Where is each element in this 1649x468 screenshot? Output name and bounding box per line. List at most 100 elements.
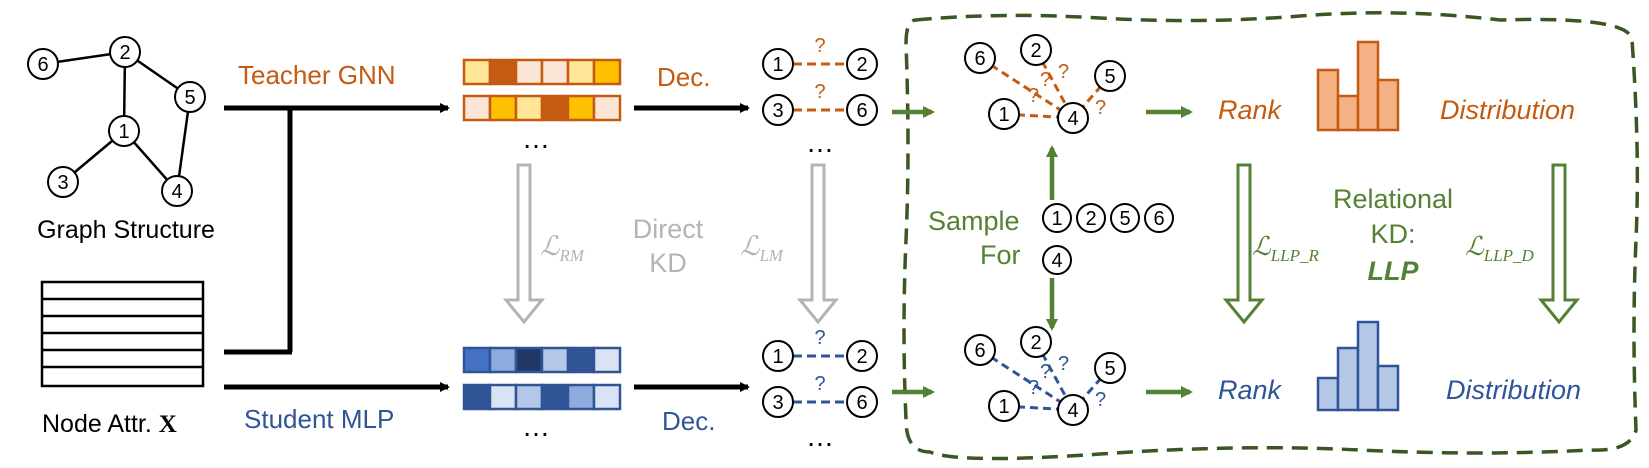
svg-text:2: 2: [119, 42, 130, 64]
graph-node-5: 5: [174, 81, 206, 113]
student-rank-label: Rank: [1218, 375, 1283, 405]
direct-kd-arrows: [502, 163, 840, 325]
llp-hollow-arrows: [1222, 163, 1581, 325]
student-star-center-4: 4: [1057, 394, 1089, 426]
llp-region-border: [902, 11, 1640, 461]
graph-node-2: 2: [109, 36, 141, 68]
student-pairs: 1 2 ? 3 6 ? …: [762, 327, 878, 452]
svg-text:2: 2: [1085, 208, 1096, 230]
llp-entry-arrows: [892, 106, 935, 398]
student-embedding-1: [462, 346, 622, 374]
student-star-node-5: 5: [1094, 352, 1126, 384]
svg-text:4: 4: [1067, 400, 1078, 422]
svg-text:?: ?: [1095, 97, 1106, 119]
direct-kd-line2: KD: [649, 248, 687, 278]
relational-kd-line2: KD:: [1370, 219, 1415, 249]
svg-text:6: 6: [974, 48, 985, 70]
svg-text:6: 6: [856, 100, 867, 122]
teacher-decoder-label: Dec.: [657, 62, 710, 92]
relational-kd-llp: LLP: [1368, 256, 1420, 286]
student-embedding-2: [462, 383, 622, 411]
svg-text:5: 5: [184, 87, 195, 109]
teacher-histogram: [1316, 40, 1400, 132]
teacher-rank-label: Rank: [1218, 95, 1283, 125]
teacher-hist-bar: [1356, 40, 1380, 132]
graph-node-6: 6: [27, 48, 59, 80]
svg-text:6: 6: [37, 54, 48, 76]
svg-text:3: 3: [57, 172, 68, 194]
student-pair-1: 1 2 ?: [762, 327, 878, 372]
svg-text:?: ?: [1058, 61, 1069, 83]
svg-text:?: ?: [1028, 377, 1039, 399]
student-mlp-label: Student MLP: [244, 404, 394, 434]
svg-text:2: 2: [1030, 40, 1041, 62]
llp-r-hollow-arrow: [1222, 163, 1266, 325]
svg-text:1: 1: [772, 346, 783, 368]
sample-label-line2: For: [980, 240, 1021, 270]
graph-node-1: 1: [108, 115, 140, 147]
rm-hollow-arrow: [502, 163, 546, 325]
student-star-graph: 6 2 5 1 4 ? ? ? ?: [964, 326, 1126, 426]
input-graph: 6 2 5 1 3 4 Graph Structure: [27, 36, 215, 244]
student-hist-bar: [1336, 346, 1360, 412]
student-pair-1-question: ?: [814, 327, 825, 349]
svg-text:5: 5: [1104, 66, 1115, 88]
teacher-pair-2-question: ?: [814, 81, 825, 103]
svg-text:4: 4: [1067, 108, 1078, 130]
decoder-arrows: [634, 103, 750, 392]
teacher-star-node-1: 1: [988, 98, 1020, 130]
sampling: Sample For 1 2 5 6 4: [928, 145, 1174, 331]
teacher-hist-bar: [1316, 68, 1340, 132]
student-embedding-ellipsis: …: [522, 411, 550, 442]
svg-text:?: ?: [1058, 353, 1069, 375]
student-pair-2: 3 6 ?: [762, 373, 878, 418]
student-hist-bar: [1376, 364, 1400, 412]
teacher-pair-1: 1 2 ?: [762, 35, 878, 80]
teacher-distribution-label: Distribution: [1440, 95, 1575, 125]
direct-kd-line1: Direct: [633, 214, 704, 244]
loss-rm-label: ℒRM: [540, 231, 585, 265]
node-attr-label: Node Attr. X: [42, 410, 177, 438]
teacher-star-node-2: 2: [1020, 34, 1052, 66]
teacher-embeddings: …: [462, 58, 622, 154]
student-hist-bar: [1356, 320, 1380, 412]
input-arrows: [224, 103, 450, 392]
svg-text:4: 4: [1051, 250, 1062, 272]
teacher-pairs-ellipsis: …: [806, 127, 834, 158]
teacher-pair-1-question: ?: [814, 35, 825, 57]
svg-text:3: 3: [772, 392, 783, 414]
student-histogram: [1316, 320, 1400, 412]
sample-label-line1: Sample: [928, 206, 1020, 236]
svg-text:4: 4: [171, 181, 182, 203]
student-pairs-ellipsis: …: [806, 421, 834, 452]
sample-candidate-6: 6: [1144, 203, 1174, 233]
teacher-embedding-1: [462, 58, 622, 86]
node-attr-matrix: Node Attr. X: [40, 280, 205, 438]
svg-text:?: ?: [1040, 361, 1051, 383]
teacher-star-graph: 6 2 5 1 4 ? ? ? ?: [964, 34, 1126, 134]
svg-text:3: 3: [772, 100, 783, 122]
relational-kd-line1: Relational: [1333, 184, 1453, 214]
llp-d-hollow-arrow: [1537, 163, 1581, 325]
teacher-star-node-6: 6: [964, 42, 996, 74]
graph-node-4: 4: [161, 175, 193, 207]
student-star-node-1: 1: [988, 390, 1020, 422]
svg-text:6: 6: [1153, 208, 1164, 230]
svg-text:2: 2: [1030, 332, 1041, 354]
svg-text:1: 1: [772, 54, 783, 76]
graph-node-3: 3: [47, 166, 79, 198]
teacher-gnn-label: Teacher GNN: [238, 60, 396, 90]
student-star-node-6: 6: [964, 334, 996, 366]
student-distribution-label: Distribution: [1446, 375, 1581, 405]
student-star-node-2: 2: [1020, 326, 1052, 358]
svg-text:2: 2: [856, 54, 867, 76]
svg-text:6: 6: [974, 340, 985, 362]
student-pair-2-question: ?: [814, 373, 825, 395]
teacher-hist-bar: [1376, 78, 1400, 132]
graph-structure-label: Graph Structure: [37, 216, 215, 244]
sample-candidate-2: 2: [1076, 203, 1106, 233]
svg-text:?: ?: [1095, 389, 1106, 411]
loss-lm-label: ℒLM: [740, 231, 784, 265]
teacher-embedding-ellipsis: …: [522, 123, 550, 154]
